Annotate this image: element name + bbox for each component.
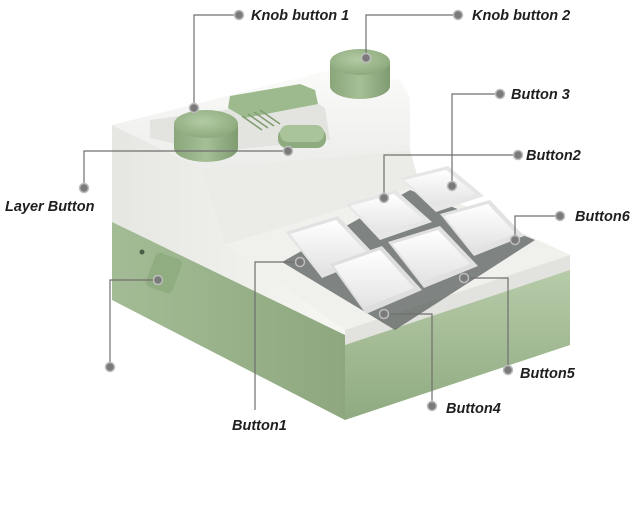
slider-track (228, 84, 318, 118)
leader-button-5 (464, 277, 509, 370)
leader-knob-button-1 (193, 14, 239, 108)
label-button-5: Button5 (520, 366, 576, 382)
keycap-button-2 (346, 190, 432, 240)
dot-button-6-label (554, 210, 566, 222)
label-button-4: Button4 (446, 401, 501, 417)
leader-button-1 (254, 261, 300, 410)
label-button-2: Button2 (526, 148, 581, 164)
keycap-button-5 (388, 226, 478, 288)
keycaps (286, 166, 524, 314)
keycap-button-4 (330, 246, 422, 314)
keycap-button-6 (440, 200, 524, 256)
dot-button-4 (378, 308, 390, 320)
leader-button-6 (514, 215, 560, 240)
callout-lines (83, 14, 560, 410)
label-knob-button-2: Knob button 2 (472, 8, 570, 24)
callout-labels: Knob button 1 Knob button 2 Button 3 But… (5, 8, 631, 434)
dot-side-switch (152, 274, 164, 286)
dot-side-switch-end (104, 361, 116, 373)
label-button-6: Button6 (575, 209, 631, 225)
leader-button-4 (384, 313, 433, 406)
label-button-1: Button1 (232, 418, 287, 434)
leader-side-switch (109, 279, 158, 367)
dot-button-2-label (512, 149, 524, 161)
housing-slope (200, 150, 420, 245)
dot-knob-button-1 (188, 102, 200, 114)
dot-button-1 (294, 256, 306, 268)
side-switch-hole (139, 249, 145, 255)
leader-layer-button (83, 150, 288, 188)
dot-button-5-label (502, 364, 514, 376)
leader-button-2 (383, 154, 518, 198)
knob-2 (330, 49, 390, 99)
dot-button-3-label (494, 88, 506, 100)
keycap-button-3 (400, 166, 484, 212)
dot-knob-button-1-label (233, 9, 245, 21)
dot-button-4-label (426, 400, 438, 412)
dot-button-6 (509, 234, 521, 246)
dot-layer-button (282, 145, 294, 157)
layer-button (278, 125, 326, 148)
label-knob-button-1: Knob button 1 (251, 8, 349, 24)
knob-1 (174, 110, 238, 162)
dot-layer-button-label (78, 182, 90, 194)
slider-grip (241, 109, 281, 131)
leader-knob-button-2 (365, 14, 456, 58)
callout-dots (78, 9, 566, 412)
label-layer-button: Layer Button (5, 199, 95, 215)
base-front (345, 262, 570, 420)
leader-button-3 (451, 93, 498, 186)
dot-button-3 (446, 180, 458, 192)
dot-button-5 (458, 272, 470, 284)
label-button-3: Button 3 (511, 87, 570, 103)
dot-knob-button-2 (360, 52, 372, 64)
dot-knob-button-2-label (452, 9, 464, 21)
dot-button-2 (378, 192, 390, 204)
